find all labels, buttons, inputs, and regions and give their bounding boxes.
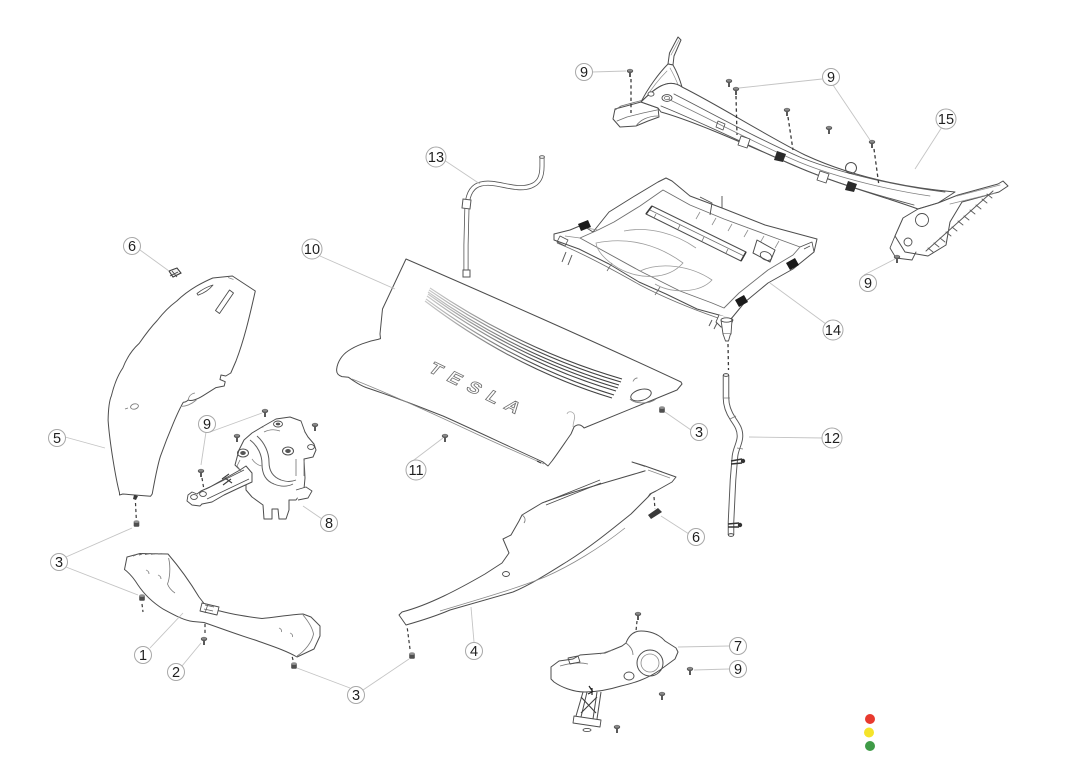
svg-text:2: 2 [172, 665, 180, 681]
svg-text:3: 3 [695, 425, 703, 441]
svg-text:7: 7 [734, 639, 742, 655]
svg-text:10: 10 [304, 242, 320, 258]
svg-text:6: 6 [692, 530, 700, 546]
svg-text:3: 3 [352, 688, 360, 704]
svg-text:4: 4 [470, 644, 478, 660]
svg-text:9: 9 [827, 70, 835, 86]
svg-text:14: 14 [825, 323, 841, 339]
svg-text:9: 9 [203, 417, 211, 433]
svg-text:15: 15 [938, 112, 954, 128]
svg-text:9: 9 [734, 662, 742, 678]
svg-text:9: 9 [580, 65, 588, 81]
svg-text:3: 3 [55, 555, 63, 571]
svg-text:6: 6 [128, 239, 136, 255]
svg-text:12: 12 [824, 431, 840, 447]
svg-text:1: 1 [139, 648, 147, 664]
svg-text:9: 9 [864, 276, 872, 292]
svg-text:8: 8 [325, 516, 333, 532]
svg-text:13: 13 [428, 150, 444, 166]
svg-text:11: 11 [408, 463, 423, 479]
svg-text:5: 5 [53, 431, 61, 447]
